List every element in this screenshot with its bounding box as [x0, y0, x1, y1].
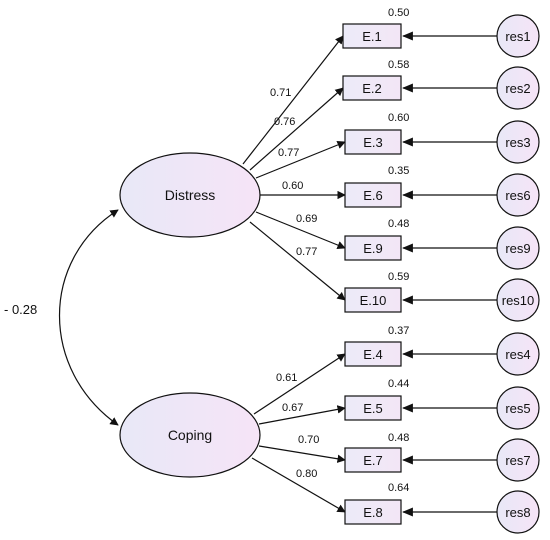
loading-label: 0.76 [274, 116, 295, 128]
indicator-box [344, 235, 402, 261]
loading-label: 0.80 [296, 468, 317, 480]
indicator-label: E.1 [362, 29, 382, 44]
r2-label: 0.37 [388, 325, 409, 337]
indicator-label: E.4 [363, 347, 383, 362]
loading-label: 0.60 [282, 180, 303, 192]
indicator-box [344, 129, 402, 155]
residual-label: res4 [505, 347, 530, 362]
residual-label: res10 [502, 293, 535, 308]
latent-distress: Distress [119, 152, 261, 238]
residual-label: res5 [505, 401, 530, 416]
indicator-e6: 0.60 E.6 0.35 res6 [260, 165, 540, 217]
r2-label: 0.58 [388, 59, 409, 71]
indicator-e5: 0.67 E.5 0.44 res5 [258, 378, 540, 430]
loading-label: 0.77 [296, 246, 317, 258]
residual-circle [496, 438, 540, 482]
loading-label: 0.71 [270, 87, 291, 99]
loading-arrow [258, 445, 346, 463]
loading-arrow [255, 211, 346, 250]
indicator-e9: 0.69 E.9 0.48 res9 [255, 211, 540, 270]
indicator-label: E.8 [363, 505, 383, 520]
correlation-label: - 0.28 [4, 302, 37, 317]
latent-label: Distress [165, 187, 216, 203]
residual-label: res3 [505, 135, 530, 150]
indicator-box [344, 499, 402, 525]
correlation-arc [58, 209, 119, 426]
r2-label: 0.59 [388, 271, 409, 283]
indicator-box [344, 182, 402, 208]
residual-label: res9 [505, 241, 530, 256]
latent-coping: Coping [119, 392, 261, 478]
indicator-box [344, 447, 402, 473]
indicator-box [344, 395, 402, 421]
r2-label: 0.64 [388, 482, 409, 494]
indicator-e3: 0.77 E.3 0.60 res3 [255, 112, 540, 179]
residual-circle [496, 66, 540, 110]
indicator-e10: 0.77 E.10 0.59 res10 [249, 221, 540, 322]
residual-circle [496, 386, 540, 430]
indicator-e8: 0.80 E.8 0.64 res8 [251, 457, 540, 534]
residual-label: res7 [505, 453, 530, 468]
indicator-e7: 0.70 E.7 0.48 res7 [258, 432, 540, 482]
loading-arrow [249, 221, 346, 301]
indicator-label: E.5 [363, 401, 383, 416]
indicator-label: E.9 [363, 241, 383, 256]
loading-label: 0.61 [276, 372, 297, 384]
loading-arrow [242, 35, 344, 165]
indicator-label: E.2 [362, 81, 382, 96]
r2-label: 0.48 [388, 218, 409, 230]
loading-arrow [253, 353, 346, 415]
residual-circle [496, 278, 540, 322]
loading-arrow [255, 140, 346, 179]
residual-label: res2 [505, 81, 530, 96]
residual-circle [496, 173, 540, 217]
indicator-label: E.6 [363, 188, 383, 203]
loading-arrow [249, 87, 344, 171]
residual-label: res8 [505, 505, 530, 520]
residual-circle [496, 332, 540, 376]
loading-label: 0.67 [282, 402, 303, 414]
indicator-label: E.10 [360, 293, 387, 308]
loading-label: 0.70 [298, 434, 319, 446]
residual-circle [496, 120, 540, 164]
indicator-label: E.3 [363, 135, 383, 150]
r2-label: 0.35 [388, 165, 409, 177]
indicator-label: E.7 [363, 453, 383, 468]
indicator-box [344, 341, 402, 367]
loading-label: 0.69 [296, 213, 317, 225]
residual-label: res6 [505, 188, 530, 203]
r2-label: 0.48 [388, 432, 409, 444]
r2-label: 0.50 [388, 7, 409, 19]
indicator-box [344, 287, 402, 313]
loading-label: 0.77 [278, 147, 299, 159]
indicator-e2: 0.76 E.2 0.58 res2 [249, 59, 540, 171]
latent-label: Coping [168, 427, 212, 443]
r2-label: 0.44 [388, 378, 409, 390]
residual-circle [496, 490, 540, 534]
r2-label: 0.60 [388, 112, 409, 124]
indicator-e1: 0.71 E.1 0.50 res1 [242, 7, 540, 165]
indicator-e4: 0.61 E.4 0.37 res4 [253, 325, 540, 415]
loading-arrow [258, 405, 346, 425]
indicator-box [342, 23, 402, 49]
residual-circle [496, 14, 540, 58]
indicator-box [342, 75, 402, 101]
residual-circle [496, 226, 540, 270]
residual-label: res1 [505, 29, 530, 44]
loading-arrow [251, 457, 346, 513]
